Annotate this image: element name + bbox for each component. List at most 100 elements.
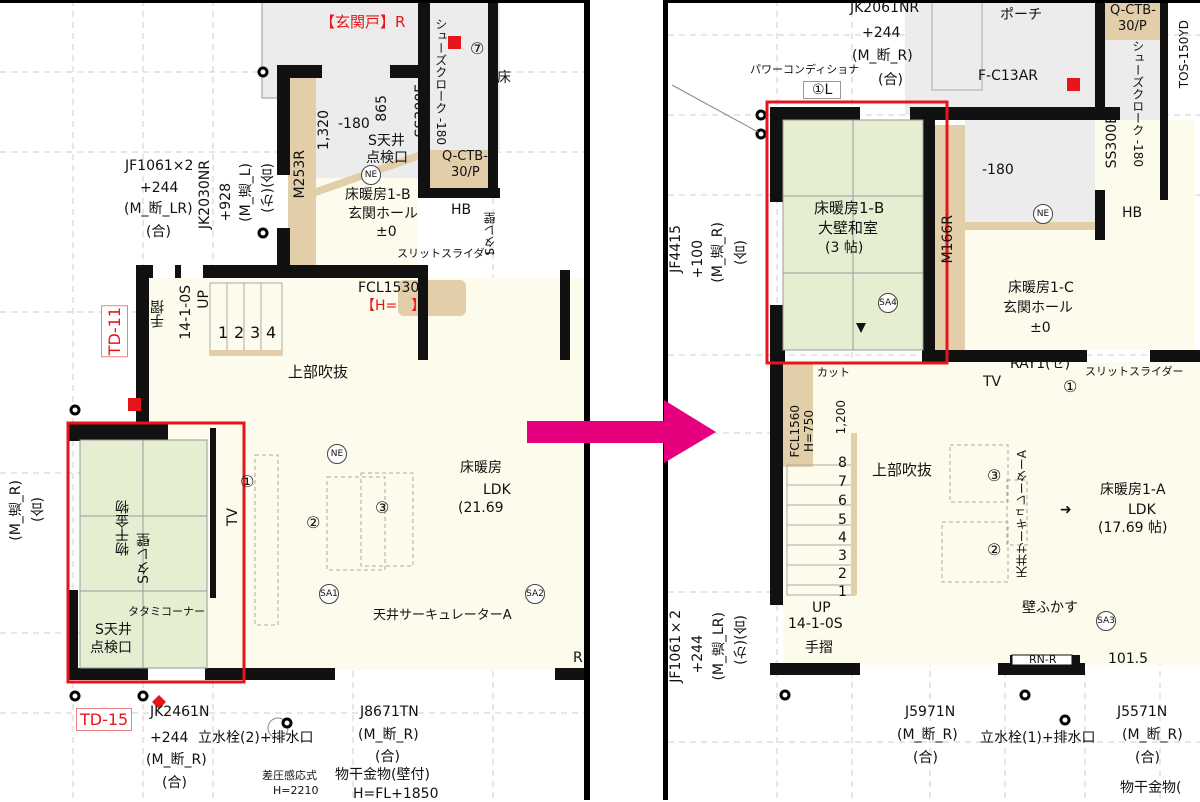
jf4415-go: (合) [733, 240, 749, 265]
handrail-label: 手摺 [805, 640, 833, 656]
stair-step: 7 [838, 474, 847, 490]
drying-wall-label: 物干金物(壁付) [335, 767, 430, 783]
jk2461-label: JK2461N [150, 704, 210, 720]
jf1061-height: +244 [690, 635, 706, 674]
faucet-label: 立水栓(1)+排水口 [980, 730, 1096, 746]
dim-minus-180: -180 [982, 162, 1014, 178]
jk2061-height: +244 [862, 25, 901, 41]
circle-1: ① [1063, 377, 1078, 396]
m253r-label: M253R [292, 150, 308, 199]
pressure-height: H=2210 [273, 784, 319, 797]
shoe-closet-label: シューズクローク -180 [1130, 40, 1145, 168]
window-jf1061-go: (合) [146, 224, 171, 240]
s-ceiling-hatch-label: S天井 [368, 133, 405, 149]
stair-code-label: 14-1-0S [788, 616, 843, 632]
hall-name-label: 玄関ホール [1003, 300, 1073, 316]
ldk-area-label: (17.69 帖) [1098, 520, 1168, 536]
circle-2: ② [987, 540, 1002, 559]
circle-2: ② [306, 513, 321, 532]
circulator-label: 天井サーキュレーターA [1015, 450, 1029, 579]
stair-step: 3 [838, 548, 847, 564]
qctb-label-2: 30/P [1118, 19, 1147, 34]
wall-thicken-label: 壁ふかす [1022, 600, 1078, 616]
tare-wall-label-2: Sタレ壁 [136, 533, 152, 584]
j5571-label: J5571N [1117, 704, 1168, 720]
rnr-label: RN-R [1029, 653, 1057, 666]
jk2030-label: JK2030NR [197, 160, 213, 230]
washitsu-heating-label: 床暖房1-B [814, 199, 885, 217]
hall-name-label: 玄関ホール [348, 206, 418, 222]
ldk-area-label: (21.69 [458, 500, 504, 516]
ldk-label: LDK [483, 482, 511, 498]
comparison-arrow-icon [527, 400, 716, 463]
stair-step: 2 [234, 323, 245, 342]
circulator-arrow-icon: ➜ [1060, 502, 1072, 518]
go-label: (合) [30, 497, 46, 522]
window-jf1061-height: +244 [140, 180, 179, 196]
circle-3: ③ [375, 498, 390, 517]
circle-1: ① [240, 472, 255, 491]
power-conditioner-unit: ①L [803, 81, 842, 100]
qctb-label-2: 30/P [451, 165, 480, 180]
handrail-label: 手摺 [150, 300, 166, 328]
fcl1560-label: FCL1560 [788, 405, 802, 458]
slit-slider-label: スリットスライダー [397, 247, 496, 260]
qctb-label: Q-CTB- [1110, 3, 1156, 18]
ray1-label: RAY1(セ) [1010, 356, 1071, 372]
dim-1320: 1,320 [316, 110, 332, 151]
entrance-door-label: 【玄関戸】R [320, 13, 406, 31]
m-shade-l-label: (M_遮_L) [238, 163, 254, 222]
jk2461-spec: (M_断_R) [146, 752, 207, 768]
stair-step: 1 [218, 323, 229, 342]
stair-step: 2 [838, 566, 847, 582]
m-shade-r-label: (M_遮_R) [8, 480, 24, 541]
dim-1200: 1,200 [834, 400, 848, 435]
ss300e-label: SS300E [413, 84, 429, 138]
r-mark: R [573, 650, 583, 666]
window-jf1061-spec: (M_断_LR) [124, 201, 193, 217]
tos-label: TOS-150YD [1177, 20, 1191, 89]
jk2461-go: (合) [162, 775, 187, 791]
stair-code-label: 14-1-0S [178, 285, 194, 340]
s-ceiling-label-2: S天井 [95, 622, 132, 638]
ldk-heating-label: 床暖房1-A [1100, 482, 1166, 498]
stair-step: 6 [838, 493, 847, 509]
ne-sensor-icon: NE [361, 165, 381, 185]
jk2061-spec: (M_断_R) [852, 48, 913, 64]
washitsu-area-label: (3 帖) [825, 240, 864, 256]
j5971-spec: (M_断_R) [897, 727, 958, 743]
slit-slider-label: スリットスライダー [1085, 365, 1184, 378]
faucet-label: 立水栓(2)+排水口 [198, 730, 314, 746]
window-jf1061-label: JF1061×2 [125, 158, 194, 174]
j8671-go: (合) [375, 749, 400, 765]
dim-865: 865 [374, 95, 390, 122]
stair-step: 1 [838, 584, 847, 600]
circle-3: ③ [987, 466, 1002, 485]
washitsu-name-label: 大壁和室 [818, 219, 879, 237]
tatami-corner-label: タタミコーナー [128, 605, 205, 618]
j5971-label: J5971N [905, 704, 956, 720]
j8671-label: J8671TN [360, 704, 419, 720]
porch-label: ポーチ [1000, 7, 1042, 23]
stair-step: 3 [250, 323, 261, 342]
sa3-icon: SA3 [1096, 611, 1116, 631]
drying-height: H=FL+1850 [353, 786, 439, 802]
drying-label: 物干金物( [1120, 780, 1182, 796]
j5571-spec: (M_断_R) [1122, 727, 1183, 743]
stair-step: 4 [838, 530, 847, 546]
ne-sensor-icon: NE [1033, 204, 1053, 224]
sa1-icon: SA1 [319, 584, 339, 604]
yuka-label: 床 [497, 70, 511, 86]
cut-label: カット [817, 366, 850, 379]
qctb-label: Q-CTB- [442, 149, 488, 164]
circle-7: ⑦ [470, 39, 485, 58]
sa4-icon: SA4 [878, 293, 898, 313]
td-11-tag: TD-11 [101, 305, 128, 358]
jf4415-label: JF4415 [668, 225, 684, 273]
tv-label: TV [225, 508, 241, 527]
hb-label: HB [451, 202, 472, 218]
hb-label: HB [1122, 205, 1143, 221]
sa2-icon: SA2 [525, 584, 545, 604]
j5571-go: (合) [1135, 750, 1160, 766]
